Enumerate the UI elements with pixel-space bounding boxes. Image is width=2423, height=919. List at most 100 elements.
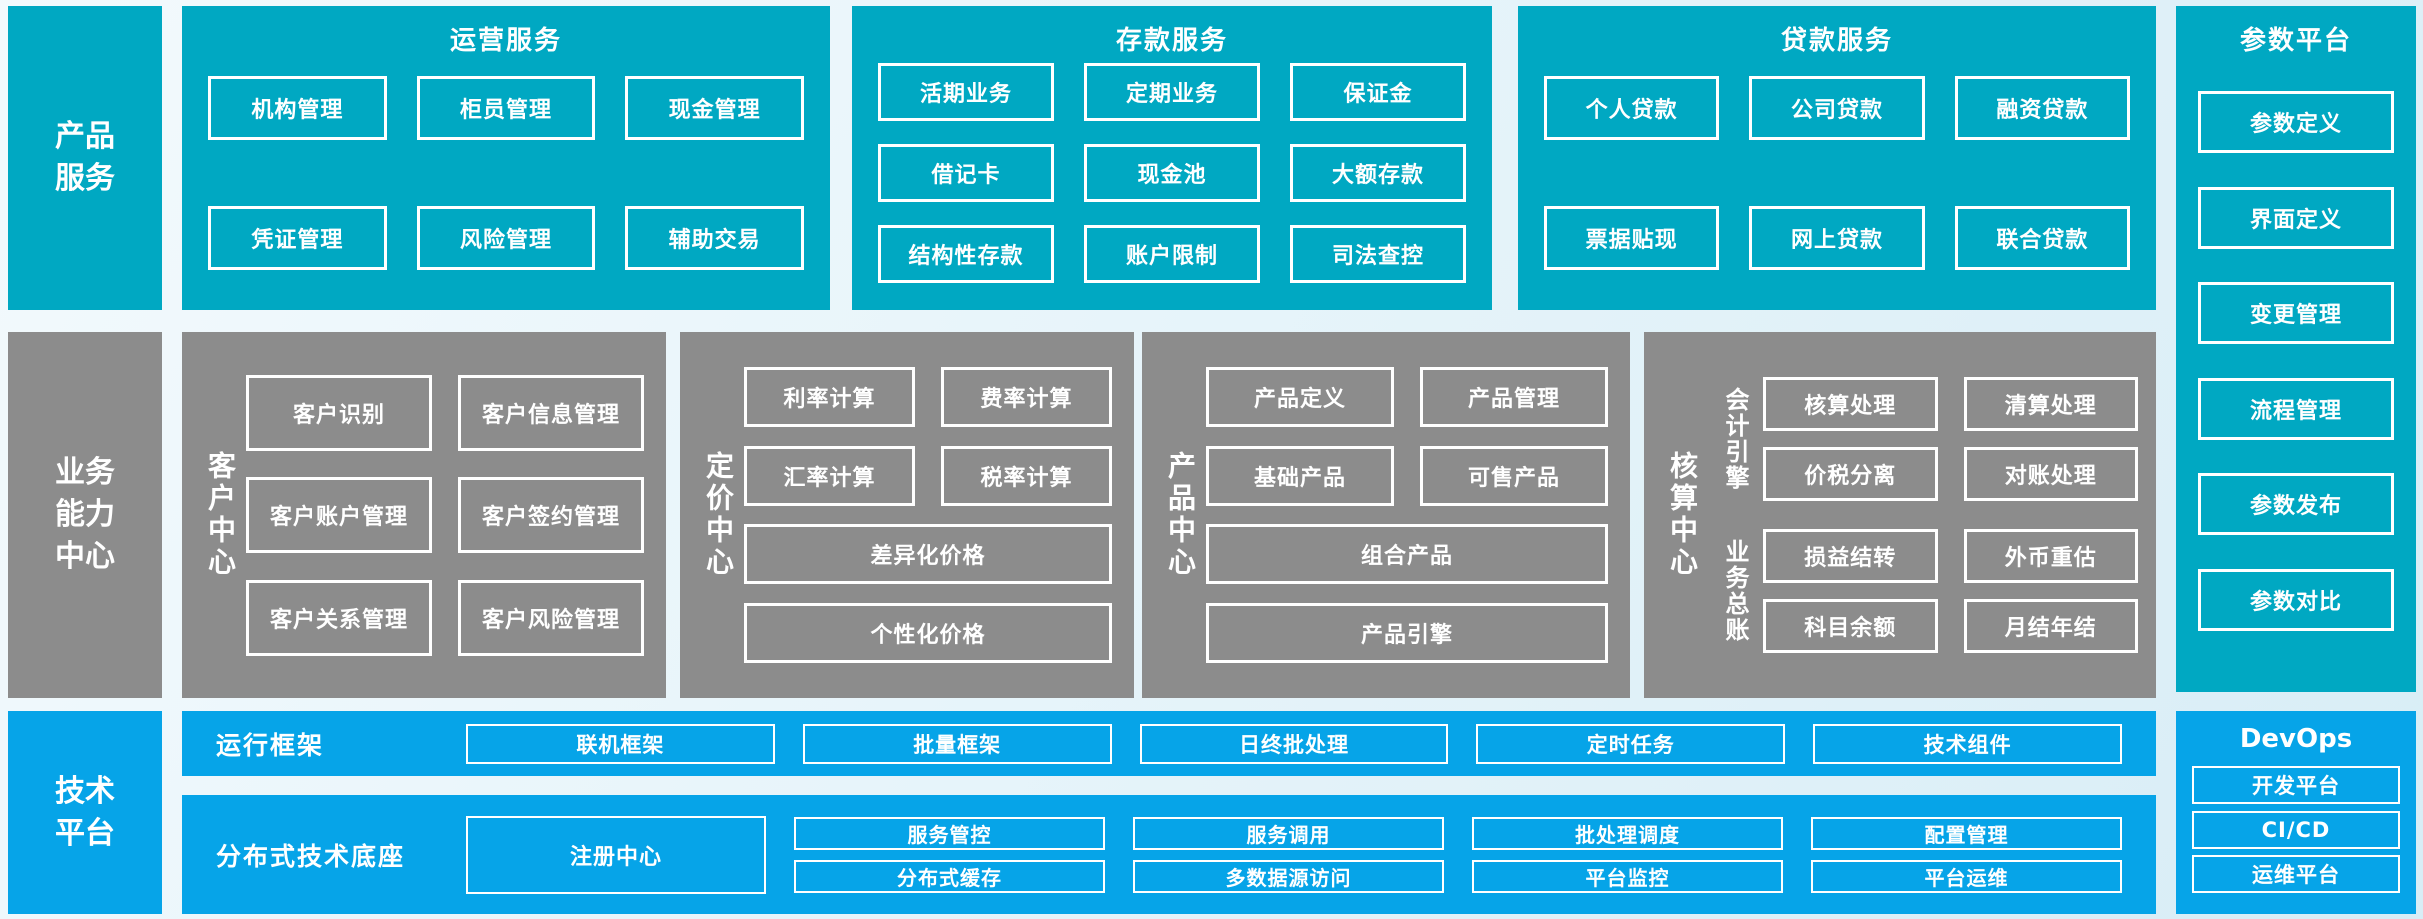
center-label: 定价中心 xyxy=(702,451,735,579)
customer-items: 客户识别客户信息管理客户账户管理客户签约管理客户关系管理客户风险管理 xyxy=(246,348,644,682)
item-box: 客户信息管理 xyxy=(458,374,644,451)
section-loan-services: 贷款服务 个人贷款公司贷款融资贷款票据贴现网上贷款联合贷款 xyxy=(1518,6,2156,310)
item-box: CI/CD xyxy=(2192,810,2400,849)
item-box: 借记卡 xyxy=(878,144,1054,202)
item-box: 客户识别 xyxy=(246,374,432,451)
section-title: 贷款服务 xyxy=(1780,25,1893,56)
center-product: 产品中心 产品定义产品管理基础产品可售产品 组合产品产品引擎 xyxy=(1142,332,1630,698)
item-box: 服务调用 xyxy=(1133,816,1444,850)
business-ledger-items: 损益结转外币重估科目余额月结年结 xyxy=(1763,529,2138,654)
section-title: 参数平台 xyxy=(2239,25,2352,56)
center-accounting: 核算中心 会计引擎 核算处理清算处理价税分离对账处理 业务总账 损益结转外币重估… xyxy=(1644,332,2156,698)
item-box: 大额存款 xyxy=(1290,144,1466,202)
item-box: 个性化价格 xyxy=(744,603,1112,664)
item-box: 组合产品 xyxy=(1206,524,1608,585)
operations-items: 机构管理柜员管理现金管理凭证管理风险管理辅助交易 xyxy=(208,58,804,288)
item-box: 机构管理 xyxy=(208,76,387,140)
item-box: 融资贷款 xyxy=(1954,76,2130,140)
box-column: 服务调用多数据源访问 xyxy=(1133,816,1444,893)
item-box: 票据贴现 xyxy=(1544,206,1720,270)
item-box: 汇率计算 xyxy=(744,445,915,506)
section-title: 存款服务 xyxy=(1115,25,1228,56)
distributed-columns: 服务管控分布式缓存服务调用多数据源访问批处理调度平台监控配置管理平台运维 xyxy=(794,816,2122,893)
item-box: 技术组件 xyxy=(1813,723,2122,764)
devops-items: 开发平台 CI/CD 运维平台 xyxy=(2192,759,2400,900)
row-label-tech-platform: 技术 平台 xyxy=(8,711,162,914)
item-box: 分布式缓存 xyxy=(794,859,1105,893)
item-box: 联合贷款 xyxy=(1954,206,2130,270)
pricing-items: 利率计算费率计算汇率计算税率计算 差异化价格个性化价格 xyxy=(744,348,1112,682)
item-box: 现金管理 xyxy=(625,76,804,140)
item-box: 开发平台 xyxy=(2192,765,2400,804)
item-box: 税率计算 xyxy=(941,445,1112,506)
box-column: 服务管控分布式缓存 xyxy=(794,816,1105,893)
row-label-business-capability: 业务 能力 中心 xyxy=(8,332,162,698)
item-box: 清算处理 xyxy=(1963,376,2138,431)
item-box: 变更管理 xyxy=(2198,282,2394,345)
item-box: 凭证管理 xyxy=(208,206,387,270)
item-box: 联机框架 xyxy=(466,723,775,764)
item-box: 利率计算 xyxy=(744,366,915,427)
item-box: 账户限制 xyxy=(1084,225,1260,283)
item-box: 平台监控 xyxy=(1472,859,1783,893)
registry-center-box: 注册中心 xyxy=(466,815,766,894)
item-box: 辅助交易 xyxy=(625,206,804,270)
item-box: 参数对比 xyxy=(2198,568,2394,631)
parameter-items: 参数定义界面定义变更管理流程管理参数发布参数对比 xyxy=(2198,58,2394,664)
item-box: 日终批处理 xyxy=(1139,723,1449,764)
item-box: 差异化价格 xyxy=(744,524,1112,585)
box-column: 配置管理平台运维 xyxy=(1811,816,2122,893)
item-box: 平台运维 xyxy=(1811,859,2122,893)
row-runtime-framework: 运行框架 联机框架批量框架日终批处理定时任务技术组件 xyxy=(182,711,2156,776)
item-box: 多数据源访问 xyxy=(1133,859,1444,893)
item-box: 司法查控 xyxy=(1290,225,1466,283)
item-box: 公司贷款 xyxy=(1749,76,1925,140)
item-box: 价税分离 xyxy=(1763,446,1938,501)
item-box: 流程管理 xyxy=(2198,377,2394,440)
item-box: 界面定义 xyxy=(2198,186,2394,249)
row-label: 运行框架 xyxy=(216,730,325,760)
item-box: 费率计算 xyxy=(941,366,1112,427)
item-box: 参数定义 xyxy=(2198,91,2394,154)
center-label: 产品中心 xyxy=(1164,451,1197,579)
section-operations-services: 运营服务 机构管理柜员管理现金管理凭证管理风险管理辅助交易 xyxy=(182,6,830,310)
item-box: 风险管理 xyxy=(416,206,596,270)
group-accounting-engine: 会计引擎 核算处理清算处理价税分离对账处理 xyxy=(1708,376,2138,501)
item-box: 对账处理 xyxy=(1963,446,2138,501)
item-box: 定期业务 xyxy=(1084,63,1260,121)
item-box: 现金池 xyxy=(1084,144,1260,202)
item-box: 产品定义 xyxy=(1206,366,1394,427)
group-label: 会计引擎 xyxy=(1721,386,1749,491)
section-devops: DevOps 开发平台 CI/CD 运维平台 xyxy=(2176,711,2416,914)
item-box: 客户账户管理 xyxy=(246,477,432,553)
runtime-items: 联机框架批量框架日终批处理定时任务技术组件 xyxy=(466,723,2122,764)
row-distributed-base: 分布式技术底座 注册中心 服务管控分布式缓存服务调用多数据源访问批处理调度平台监… xyxy=(182,795,2156,914)
item-box: 可售产品 xyxy=(1420,445,1608,506)
item-box: 客户关系管理 xyxy=(246,579,432,656)
deposit-items: 活期业务定期业务保证金借记卡现金池大额存款结构性存款账户限制司法查控 xyxy=(878,58,1466,288)
accounting-engine-items: 核算处理清算处理价税分离对账处理 xyxy=(1763,376,2138,501)
section-title: 运营服务 xyxy=(449,25,562,56)
box-column: 批处理调度平台监控 xyxy=(1472,816,1783,893)
item-box: 柜员管理 xyxy=(416,76,596,140)
item-box: 运维平台 xyxy=(2192,855,2400,894)
product-items: 产品定义产品管理基础产品可售产品 组合产品产品引擎 xyxy=(1206,348,1608,682)
item-box: 批处理调度 xyxy=(1472,816,1783,850)
center-label: 核算中心 xyxy=(1666,451,1699,579)
section-deposit-services: 存款服务 活期业务定期业务保证金借记卡现金池大额存款结构性存款账户限制司法查控 xyxy=(852,6,1492,310)
center-label: 客户中心 xyxy=(204,451,237,579)
loan-items: 个人贷款公司贷款融资贷款票据贴现网上贷款联合贷款 xyxy=(1544,58,2130,288)
item-box: 活期业务 xyxy=(878,63,1054,121)
item-box: 客户签约管理 xyxy=(458,477,644,553)
row-label: 分布式技术底座 xyxy=(216,841,406,871)
item-box: 产品管理 xyxy=(1420,366,1608,427)
accounting-groups: 会计引擎 核算处理清算处理价税分离对账处理 业务总账 损益结转外币重估科目余额月… xyxy=(1708,348,2138,682)
item-box: 损益结转 xyxy=(1763,529,1938,584)
section-title: DevOps xyxy=(2239,724,2353,754)
item-box: 配置管理 xyxy=(1811,816,2122,850)
item-box: 月结年结 xyxy=(1963,599,2138,654)
center-customer: 客户中心 客户识别客户信息管理客户账户管理客户签约管理客户关系管理客户风险管理 xyxy=(182,332,666,698)
item-box: 参数发布 xyxy=(2198,473,2394,536)
section-parameter-platform: 参数平台 参数定义界面定义变更管理流程管理参数发布参数对比 xyxy=(2176,6,2416,692)
